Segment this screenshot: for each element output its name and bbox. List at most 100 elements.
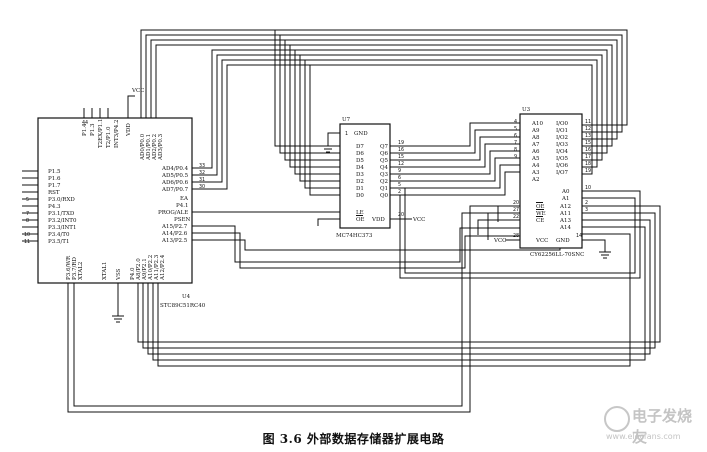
u3-a-pin: A5 [531, 156, 540, 162]
u4-left-pin: P3.3/INT1 [48, 225, 76, 231]
u4-bottom-pin: A10/P2.2 [148, 255, 154, 281]
u7-vcc-label: VCC [412, 217, 425, 223]
u3-io-pinno: 11 [585, 119, 591, 125]
u7-d-pin: D1 [356, 186, 364, 192]
u7-q-pinno: 2 [398, 189, 401, 195]
u7-q-pinno: 12 [398, 161, 404, 167]
u3-ra-pin: A12 [559, 204, 571, 210]
u3-ctrl-pinno: 22 [513, 214, 519, 220]
u3-ref: U3 [522, 107, 531, 113]
u4-left-pinno: 11 [24, 239, 30, 245]
u7-q-pin: Q7 [380, 144, 389, 150]
u4-right-pinno: 32 [199, 170, 205, 176]
u7-q-pin: Q0 [380, 193, 389, 199]
u7-oe-label: OE [356, 217, 365, 223]
u4-top-pin: T2/P1.0 [106, 126, 112, 148]
watermark-title: 电子发烧友 [632, 407, 693, 446]
u7-q-pin: Q5 [380, 158, 389, 164]
u4-right-pinno: 31 [199, 177, 205, 183]
u4-bottom-pin: P4.0 [130, 267, 136, 280]
u4-p41-label: P4.1 [176, 203, 188, 209]
u4-top-pin: P1.3 [90, 123, 96, 136]
u4-microcontroller [37, 117, 193, 284]
u4-psen-label: PSEN [174, 217, 190, 223]
u3-io-pin: I/O7 [556, 170, 569, 176]
u4-labels: VCC U4 STC89C51RC40 P1.4 P1.3 T2EX/P1.1 … [24, 88, 206, 309]
u4-left-pinno: 8 [26, 218, 29, 224]
u4-vdd-label: VDD [126, 123, 132, 137]
u4-bottom-pin: A9/P2.1 [142, 258, 148, 281]
u3-ra-pin: A1 [561, 196, 569, 202]
u4-top-pin: INT3/P4.2 [114, 120, 120, 148]
u3-a-pin: A8 [531, 135, 540, 141]
u3-io-pin: I/O4 [556, 149, 569, 155]
u4-part: STC89C51RC40 [160, 303, 206, 309]
u4-ref: U4 [182, 294, 191, 300]
u3-ra-pin: A13 [559, 218, 571, 224]
u3-pin14: 14 [576, 233, 582, 239]
u4-bottom-pin: A11/P2.3 [154, 254, 160, 281]
u3-io-pin: I/O0 [556, 121, 569, 127]
u3-a-pin: A4 [531, 163, 540, 169]
u4-left-pinno: 7 [26, 211, 29, 217]
u4-right-pinno: 30 [199, 184, 205, 190]
u4-left-pinno: 10 [24, 232, 30, 238]
u3-ctrl-pinno: 27 [513, 207, 519, 213]
u4-left-pinno: 5 [26, 197, 29, 203]
u4-right-pinno: 33 [199, 163, 205, 169]
u3-a-pin: A3 [531, 170, 540, 176]
u7-le-label: LE [356, 210, 364, 216]
u4-right-pin: A14/P2.6 [161, 231, 188, 237]
u7-gnd-label: GND [354, 131, 368, 137]
u4-right-pin: A15/P2.7 [161, 224, 188, 230]
u4-left-pin: P3.2/INT0 [48, 218, 77, 224]
u4-left-pin: P3.4/T0 [48, 232, 70, 238]
u4-top-pin: P1.4 [82, 123, 88, 136]
u7-latch [339, 123, 391, 229]
u3-vcc-label: VCC [535, 238, 548, 244]
u4-left-pin: P3.1/TXD [48, 211, 75, 217]
u4-left-pin: P3.0/RXD [48, 197, 75, 203]
u3-a-pinno: 9 [514, 154, 517, 160]
u7-q-pinno: 6 [398, 175, 401, 181]
u7-pin1: 1 [345, 131, 348, 137]
u4-bottom-pin: XTAL2 [78, 262, 84, 280]
u3-a-pin: A6 [531, 149, 540, 155]
u3-io-pinno: 18 [585, 161, 591, 167]
u7-d-pin: D3 [356, 172, 364, 178]
u7-q-pinno: 15 [398, 154, 404, 160]
u7-vdd-pinno: 20 [398, 212, 404, 218]
u3-a-pin: A10 [531, 121, 543, 127]
u3-vcc-left-label: VCC [493, 238, 506, 244]
u4-left-pin: P1.6 [48, 176, 61, 182]
u7-q-pin: Q2 [380, 179, 388, 185]
u3-io-pin: I/O3 [556, 142, 569, 148]
u3-ra-pinno: 10 [585, 185, 591, 191]
u4-bottom-pin: P3.6/WR [66, 255, 72, 280]
u4-bottom-pin: VSS [116, 268, 122, 281]
vcc-top-label: VCC [131, 88, 144, 94]
u3-ctrl-pin: CE [536, 218, 544, 224]
u3-part: CY62256LL-70SNC [530, 252, 584, 258]
u3-io-pin: I/O6 [556, 163, 569, 169]
u3-ra-pinno: 2 [585, 200, 588, 206]
u4-right-pin: AD4/P0.4 [161, 166, 189, 172]
wire-layer [22, 29, 661, 413]
u3-io-pinno: 16 [585, 147, 591, 153]
u7-q-pinno: 19 [398, 140, 404, 146]
u4-bottom-pin: A8/P2.0 [136, 258, 142, 281]
u4-left-pin: P1.7 [48, 183, 61, 189]
u7-vdd-label: VDD [371, 217, 385, 223]
u3-io-pinno: 17 [585, 154, 591, 160]
watermark-url: www.elecfans.com [606, 432, 681, 441]
u3-a-pin: A7 [531, 142, 540, 148]
u7-q-pinno: 9 [398, 168, 401, 174]
u4-top-pin: AD3/P0.3 [158, 133, 164, 161]
u4-right-pin: AD7/P0.7 [161, 187, 189, 193]
u4-top-pin: AD2/P0.2 [152, 134, 158, 161]
u3-io-pin: I/O1 [556, 128, 568, 134]
u4-top-pin: AD0/P0.0 [140, 133, 146, 161]
u3-a-pinno: 7 [514, 140, 517, 146]
u7-part: MC74HC373 [336, 233, 373, 239]
